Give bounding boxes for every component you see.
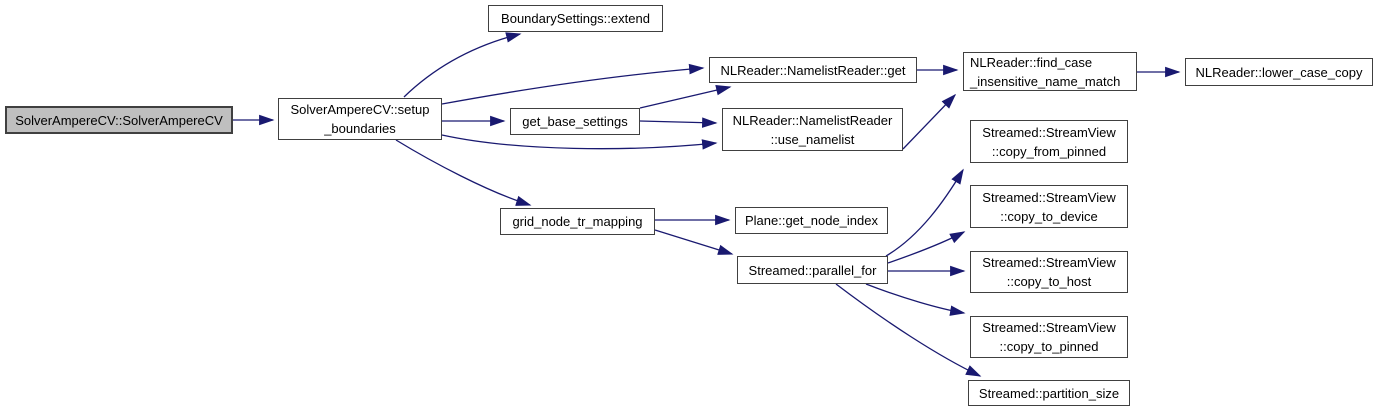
node-streamview-copy-to-host[interactable]: Streamed::StreamView ::copy_to_host (970, 251, 1128, 293)
edge-parallelfor-copyfrompinned (885, 168, 964, 257)
edge-setup-gridnode (395, 139, 532, 206)
edge-basesettings-get (639, 85, 732, 109)
node-get-base-settings[interactable]: get_base_settings (510, 108, 640, 135)
node-streamview-copy-to-pinned[interactable]: Streamed::StreamView ::copy_to_pinned (970, 316, 1128, 358)
node-setup-boundaries[interactable]: SolverAmpereCV::setup _boundaries (278, 98, 442, 140)
node-solver-ampere-cv-constructor[interactable]: SolverAmpereCV::SolverAmpereCV (5, 106, 233, 134)
node-streamed-partition-size[interactable]: Streamed::partition_size (968, 380, 1130, 406)
edge-parallelfor-partitionsize (835, 283, 982, 377)
node-find-case-insensitive-name-match[interactable]: NLReader::find_case _insensitive_name_ma… (963, 52, 1137, 91)
node-streamed-parallel-for[interactable]: Streamed::parallel_for (737, 256, 888, 284)
node-boundary-settings-extend[interactable]: BoundarySettings::extend (488, 5, 663, 32)
node-streamview-copy-to-device[interactable]: Streamed::StreamView ::copy_to_device (970, 185, 1128, 228)
edge-setup-extend (403, 32, 522, 98)
node-plane-get-node-index[interactable]: Plane::get_node_index (735, 207, 888, 234)
edge-parallelfor-copytopinned (865, 283, 966, 316)
node-namelist-reader-get[interactable]: NLReader::NamelistReader::get (709, 57, 917, 83)
edge-gridnode-parallelfor (654, 229, 734, 255)
edge-setup-get (441, 63, 705, 105)
edge-usenamelist-findcase (902, 93, 957, 150)
edge-parallelfor-copytodevice (887, 231, 966, 264)
node-lower-case-copy[interactable]: NLReader::lower_case_copy (1185, 58, 1373, 86)
edge-setup-usenamelist (441, 134, 718, 150)
node-use-namelist[interactable]: NLReader::NamelistReader ::use_namelist (722, 108, 903, 151)
edge-basesettings-usenamelist (639, 117, 718, 128)
node-streamview-copy-from-pinned[interactable]: Streamed::StreamView ::copy_from_pinned (970, 120, 1128, 163)
node-grid-node-tr-mapping[interactable]: grid_node_tr_mapping (500, 208, 655, 235)
